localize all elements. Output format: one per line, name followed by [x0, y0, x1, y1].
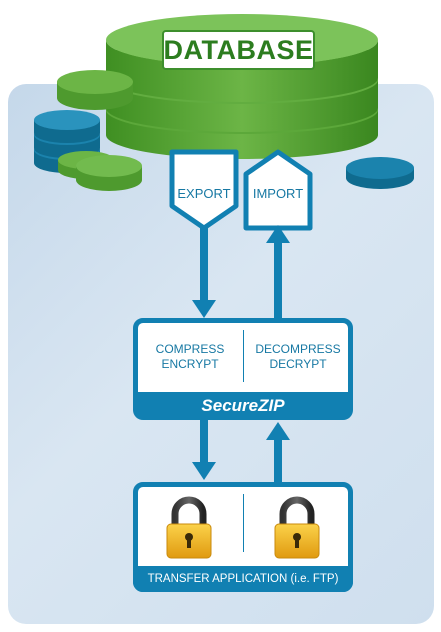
- compress-label: COMPRESS: [155, 342, 225, 356]
- decrypt-label: DECRYPT: [269, 357, 327, 371]
- padlock-icon: [274, 496, 320, 559]
- up-arrow-icon: [266, 422, 290, 440]
- export-tag-shape: [169, 149, 239, 231]
- small-green-disk-icon: [76, 155, 142, 191]
- blue-disk-icon: [346, 157, 414, 189]
- down-arrow-icon: [192, 300, 216, 318]
- database-stack-icon: [106, 14, 378, 159]
- small-green-disk-icon: [57, 70, 133, 110]
- decompress-text: DECOMPRESS DECRYPT: [246, 342, 350, 372]
- down-arrow-line: [200, 418, 208, 466]
- export-label: EXPORT: [177, 186, 231, 201]
- up-arrow-icon: [266, 225, 290, 243]
- transfer-divider: [243, 494, 244, 552]
- down-arrow-icon: [192, 462, 216, 480]
- decompress-label: DECOMPRESS: [255, 342, 341, 356]
- transfer-label: TRANSFER APPLICATION (i.e. FTP): [133, 566, 353, 592]
- compress-text: COMPRESS ENCRYPT: [140, 342, 240, 372]
- database-label: DATABASE: [162, 30, 315, 70]
- securezip-divider: [243, 330, 244, 382]
- padlock-icon: [166, 496, 212, 559]
- export-arrow-line: [200, 226, 208, 306]
- securezip-brand: SecureZIP: [133, 392, 353, 420]
- import-arrow-line: [274, 240, 282, 320]
- import-label: IMPORT: [252, 186, 304, 201]
- encrypt-label: ENCRYPT: [161, 357, 219, 371]
- up-arrow-line: [274, 438, 282, 482]
